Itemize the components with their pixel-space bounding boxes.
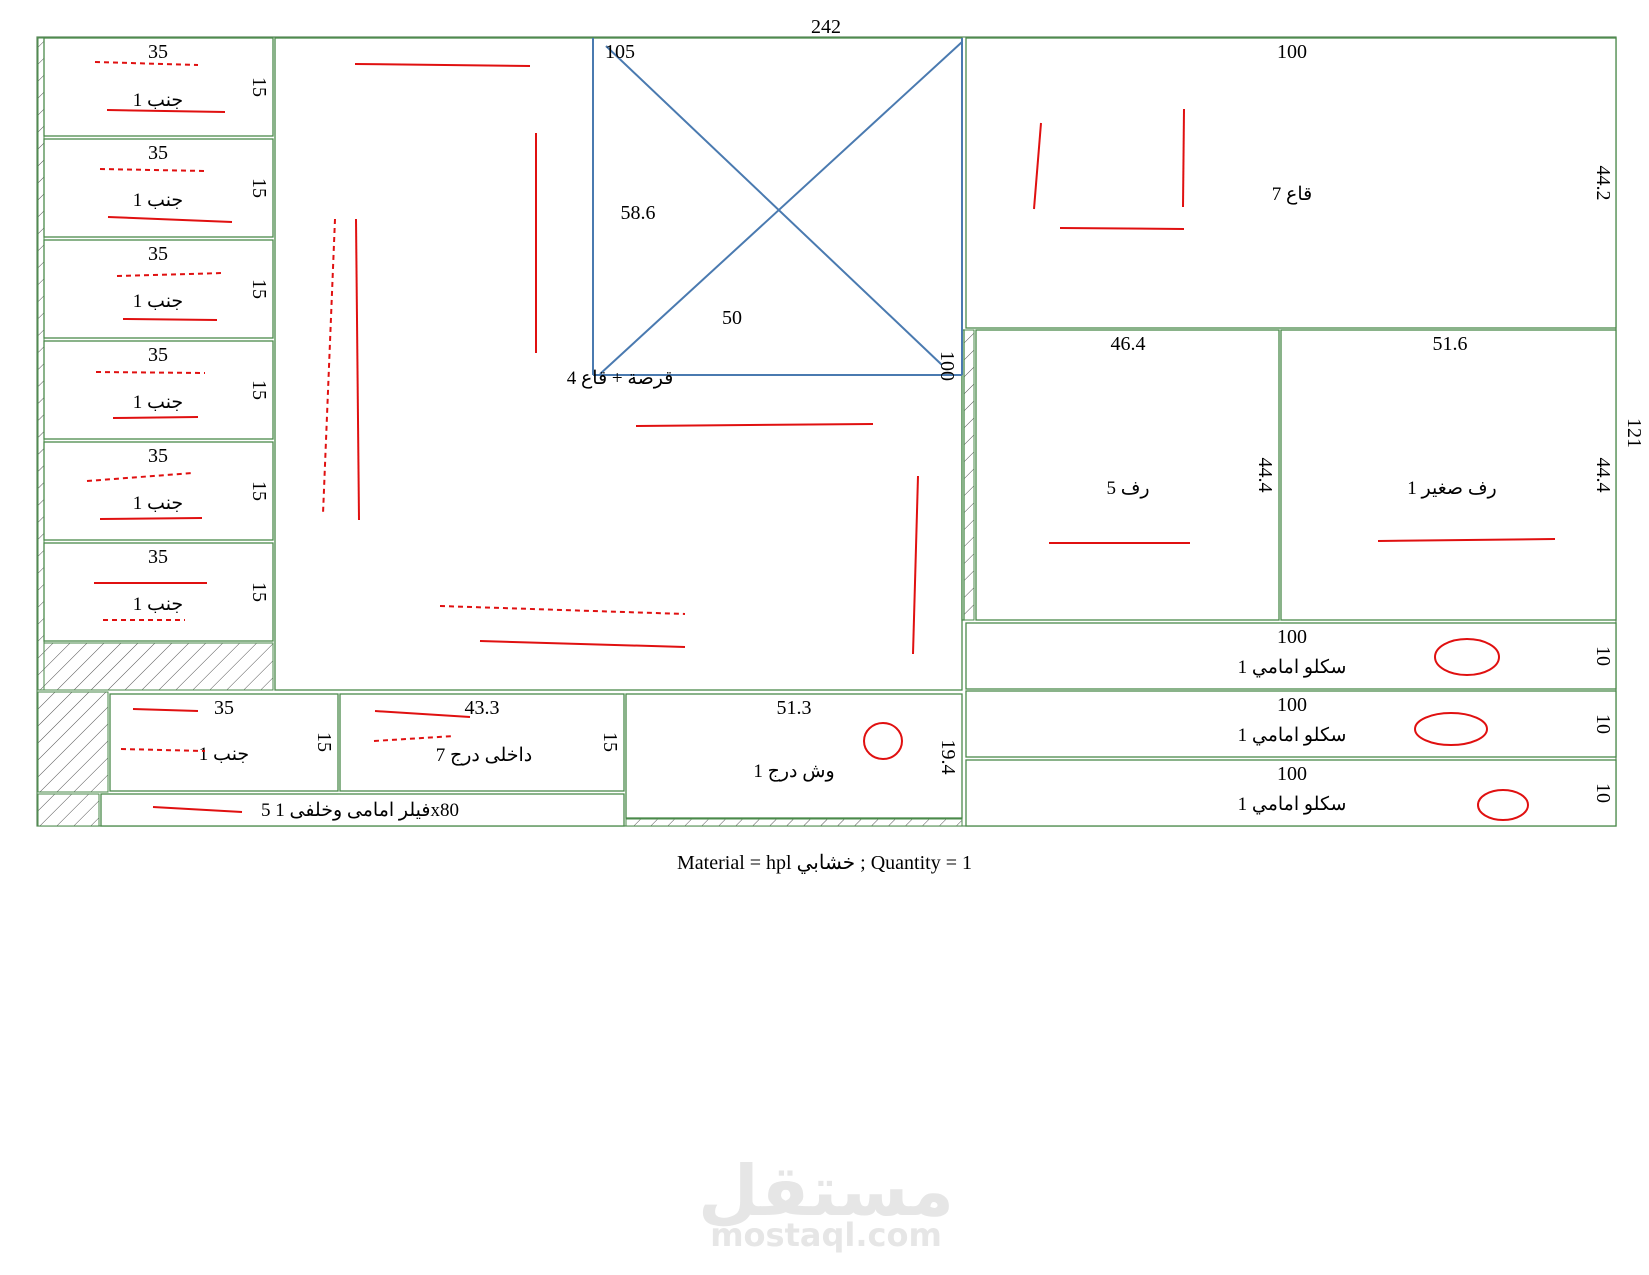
svg-text:15: 15 [248,279,270,299]
svg-text:44.2: 44.2 [1592,166,1614,201]
material-footer: Material = hpl خشابي ; Quantity = 1 [677,852,972,874]
waste-left-strip [37,37,45,691]
svg-text:46.4: 46.4 [1111,333,1146,355]
svg-text:35: 35 [148,445,168,467]
svg-text:51.6: 51.6 [1433,333,1468,355]
part-front-2: 100 سكلو امامي 1 10 [965,690,1617,758]
waste-bottom-left-sides [43,642,274,691]
svg-text:35: 35 [148,142,168,164]
part-front-1: 100 سكلو امامي 1 10 [965,622,1617,690]
part-side-3: 35 جنب 1 15 [43,239,274,339]
svg-text:35: 35 [148,344,168,366]
svg-text:15: 15 [248,582,270,602]
svg-text:جنب 1: جنب 1 [133,594,183,615]
svg-text:15: 15 [248,481,270,501]
part-side-1: 35 جنب 1 15 [43,37,274,137]
svg-text:35: 35 [148,41,168,63]
waste-drawer-face-bottom [625,818,963,827]
svg-text:58.6: 58.6 [621,202,656,224]
part-shelf-5: 46.4 رف 5 44.4 [975,329,1280,621]
svg-text:100: 100 [1277,694,1307,716]
svg-text:100: 100 [936,351,958,381]
svg-text:داخلى درج 7: داخلى درج 7 [436,745,533,766]
part-top-base: 105 58.6 50 قرصة + قاع 4 100 [274,37,965,691]
part-side-4: 35 جنب 1 15 [43,340,274,440]
part-drawer-inner: 43.3 داخلى درج 7 15 [339,693,625,792]
svg-text:سكلو امامي 1: سكلو امامي 1 [1238,725,1347,746]
part-front-3: 100 سكلو امامي 1 10 [965,759,1617,827]
svg-text:35: 35 [214,697,234,719]
svg-text:105: 105 [605,41,635,63]
svg-text:10: 10 [1592,783,1614,803]
svg-text:15: 15 [599,732,621,752]
part-side-6: 35 جنب 1 15 [43,542,274,642]
svg-text:15: 15 [248,77,270,97]
svg-text:جنب 1: جنب 1 [133,90,183,111]
svg-text:جنب 1: جنب 1 [133,392,183,413]
svg-text:مستقل: مستقل [698,1150,954,1232]
svg-text:رف 5: رف 5 [1106,478,1149,499]
svg-text:15: 15 [248,178,270,198]
waste-shelf-left [963,329,975,621]
svg-text:43.3: 43.3 [465,697,500,719]
svg-text:جنب 1: جنب 1 [199,744,249,765]
svg-text:51.3: 51.3 [777,697,812,719]
svg-text:جنب 1: جنب 1 [133,291,183,312]
svg-text:سكلو امامي 1: سكلو امامي 1 [1238,657,1347,678]
svg-text:44.4: 44.4 [1592,458,1614,493]
svg-text:جنب 1: جنب 1 [133,190,183,211]
svg-text:10: 10 [1592,646,1614,666]
svg-text:35: 35 [148,546,168,568]
svg-text:44.4: 44.4 [1254,458,1276,493]
svg-text:رف صغير 1: رف صغير 1 [1407,478,1496,499]
part-small-shelf: 51.6 رف صغير 1 44.4 [1280,329,1617,621]
svg-text:15: 15 [313,732,335,752]
part-filler: فيلر امامى وخلفى 1 5x80 [100,793,625,827]
svg-text:وش درج 1: وش درج 1 [753,761,834,782]
sheet-width-label: 242 [811,16,841,38]
svg-text:10: 10 [1592,714,1614,734]
waste-filler-left [37,793,100,827]
sheet-height-label: 121 [1623,418,1645,448]
part-side-5: 35 جنب 1 15 [43,441,274,541]
svg-text:فيلر امامى وخلفى 1 5x80: فيلر امامى وخلفى 1 5x80 [261,800,459,821]
svg-text:100: 100 [1277,41,1307,63]
part-base-7: 100 قاع 7 44.2 [965,37,1617,329]
waste-bottom-row-left [37,691,109,793]
watermark-logo: مستقل mostaql.com [698,1150,954,1254]
svg-text:جنب 1: جنب 1 [133,493,183,514]
part-side-2: 35 جنب 1 15 [43,138,274,238]
svg-text:19.4: 19.4 [937,740,959,775]
svg-text:50: 50 [722,307,742,329]
part-side-7: 35 جنب 1 15 [109,693,339,792]
svg-text:35: 35 [148,243,168,265]
part-drawer-face: 51.3 وش درج 1 19.4 [625,693,963,819]
svg-text:قاع 7: قاع 7 [1272,184,1312,205]
svg-text:mostaql.com: mostaql.com [710,1216,942,1254]
svg-text:سكلو امامي 1: سكلو امامي 1 [1238,794,1347,815]
svg-text:100: 100 [1277,763,1307,785]
svg-text:100: 100 [1277,626,1307,648]
svg-text:15: 15 [248,380,270,400]
svg-text:قرصة + قاع 4: قرصة + قاع 4 [567,368,674,389]
